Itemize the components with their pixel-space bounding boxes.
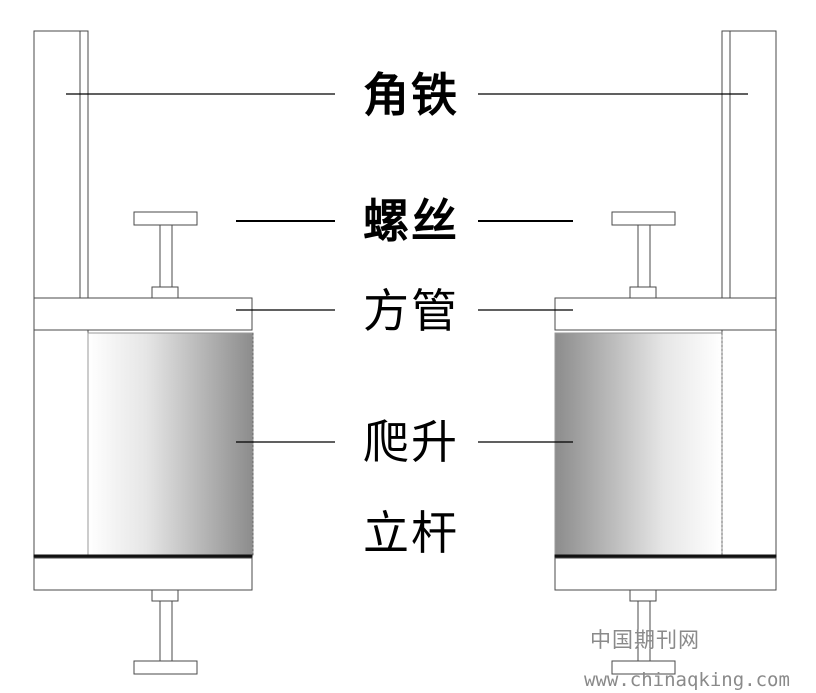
right-upper-square-tube	[554, 297, 777, 331]
label-square-tube: 方管	[363, 284, 459, 338]
right-lower-screw-nut	[629, 589, 657, 602]
right-lower-square-tube	[554, 557, 777, 591]
label-angle-iron: 角铁	[363, 68, 459, 122]
right-climbing-pole	[554, 332, 723, 556]
right-lower-screw-head	[611, 660, 676, 675]
left-lower-screw-nut	[151, 589, 179, 602]
left-assembly	[33, 30, 254, 675]
right-angle-iron	[721, 30, 777, 302]
leader-lines	[66, 93, 748, 443]
right-upper-screw-nut	[629, 286, 657, 299]
left-upper-screw-shaft	[159, 224, 173, 290]
watermark-url: www.chinaqking.com	[584, 669, 790, 691]
left-lower-square-tube	[33, 557, 253, 591]
label-screw: 螺丝	[363, 194, 459, 248]
right-upper-screw-shaft	[637, 224, 651, 290]
label-climbing-pole-line1: 爬升	[363, 415, 459, 469]
left-upper-screw-head	[133, 211, 198, 226]
watermark-site-name: 中国期刊网	[590, 628, 700, 652]
left-upper-square-tube	[33, 297, 253, 331]
label-climbing-pole-line2: 立杆	[363, 506, 459, 560]
left-lower-screw-head	[133, 660, 198, 675]
left-lower-screw-shaft	[159, 600, 173, 662]
left-angle-iron	[33, 30, 89, 302]
left-upper-screw-nut	[151, 286, 179, 299]
right-assembly	[554, 30, 777, 675]
left-climbing-pole	[87, 332, 254, 556]
right-upper-screw-head	[611, 211, 676, 226]
